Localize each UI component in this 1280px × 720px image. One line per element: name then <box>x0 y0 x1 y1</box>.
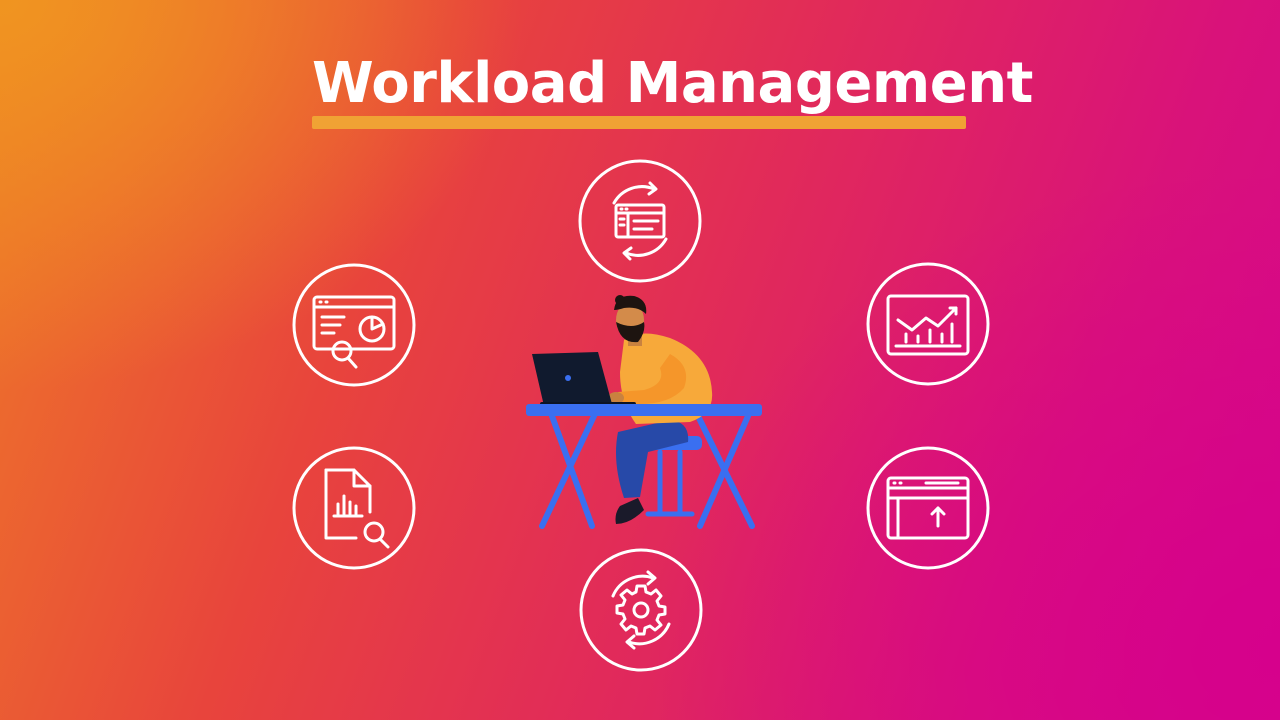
workflow-cycle-icon <box>578 159 702 283</box>
person-at-desk-illustration <box>520 292 770 534</box>
report-analysis-icon <box>292 263 416 387</box>
page-title: Workload Management <box>312 51 1033 116</box>
title-underline <box>312 116 966 129</box>
line-chart-icon <box>866 262 990 386</box>
window-upload-icon <box>866 446 990 570</box>
settings-cycle-icon <box>579 548 703 672</box>
document-search-icon <box>292 446 416 570</box>
